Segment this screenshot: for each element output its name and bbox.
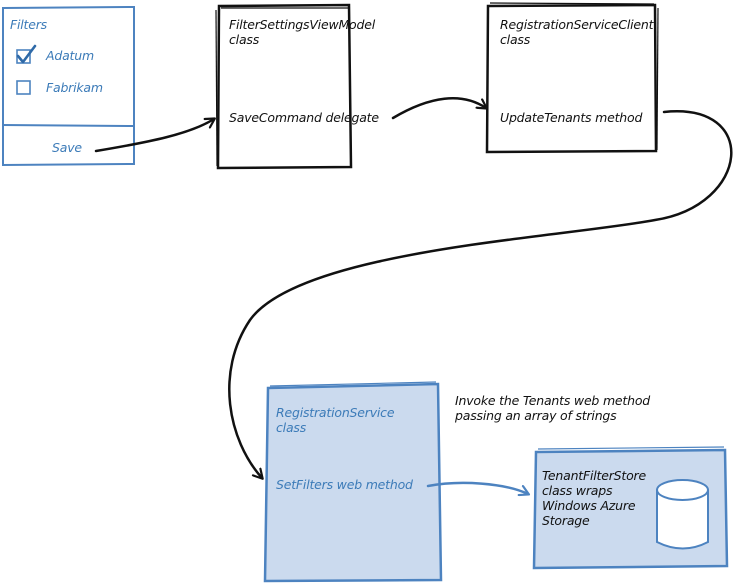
filter-vm-member: SaveCommand delegate bbox=[229, 110, 379, 125]
filter-vm-title: FilterSettingsViewModel class bbox=[229, 17, 376, 47]
arrow-viewmodel-to-client bbox=[391, 97, 486, 120]
arrow-save-to-viewmodel bbox=[94, 119, 214, 153]
registration-service-box bbox=[263, 381, 443, 583]
save-button[interactable]: Save bbox=[52, 140, 82, 155]
database-cylinder-icon bbox=[656, 479, 709, 550]
annotation-text: Invoke the Tenants web method passing an… bbox=[455, 393, 651, 423]
arrow-service-to-store bbox=[426, 481, 528, 494]
option-fabrikam-label[interactable]: Fabrikam bbox=[46, 80, 103, 95]
arrow-client-to-service bbox=[228, 110, 733, 478]
reg-service-member: SetFilters web method bbox=[276, 477, 413, 492]
option-adatum-label[interactable]: Adatum bbox=[46, 48, 94, 63]
reg-client-member: UpdateTenants method bbox=[500, 110, 643, 125]
filters-title: Filters bbox=[10, 17, 47, 32]
filter-settings-viewmodel-box bbox=[215, 3, 353, 170]
checkmark-icon bbox=[16, 44, 37, 64]
checkbox-adatum[interactable] bbox=[16, 44, 37, 64]
tenant-store-text: TenantFilterStore class wraps Windows Az… bbox=[542, 468, 646, 528]
checkbox-fabrikam[interactable] bbox=[16, 80, 31, 95]
reg-client-title: RegistrationServiceClient class bbox=[500, 17, 654, 47]
reg-service-title: RegistrationService class bbox=[276, 405, 395, 435]
